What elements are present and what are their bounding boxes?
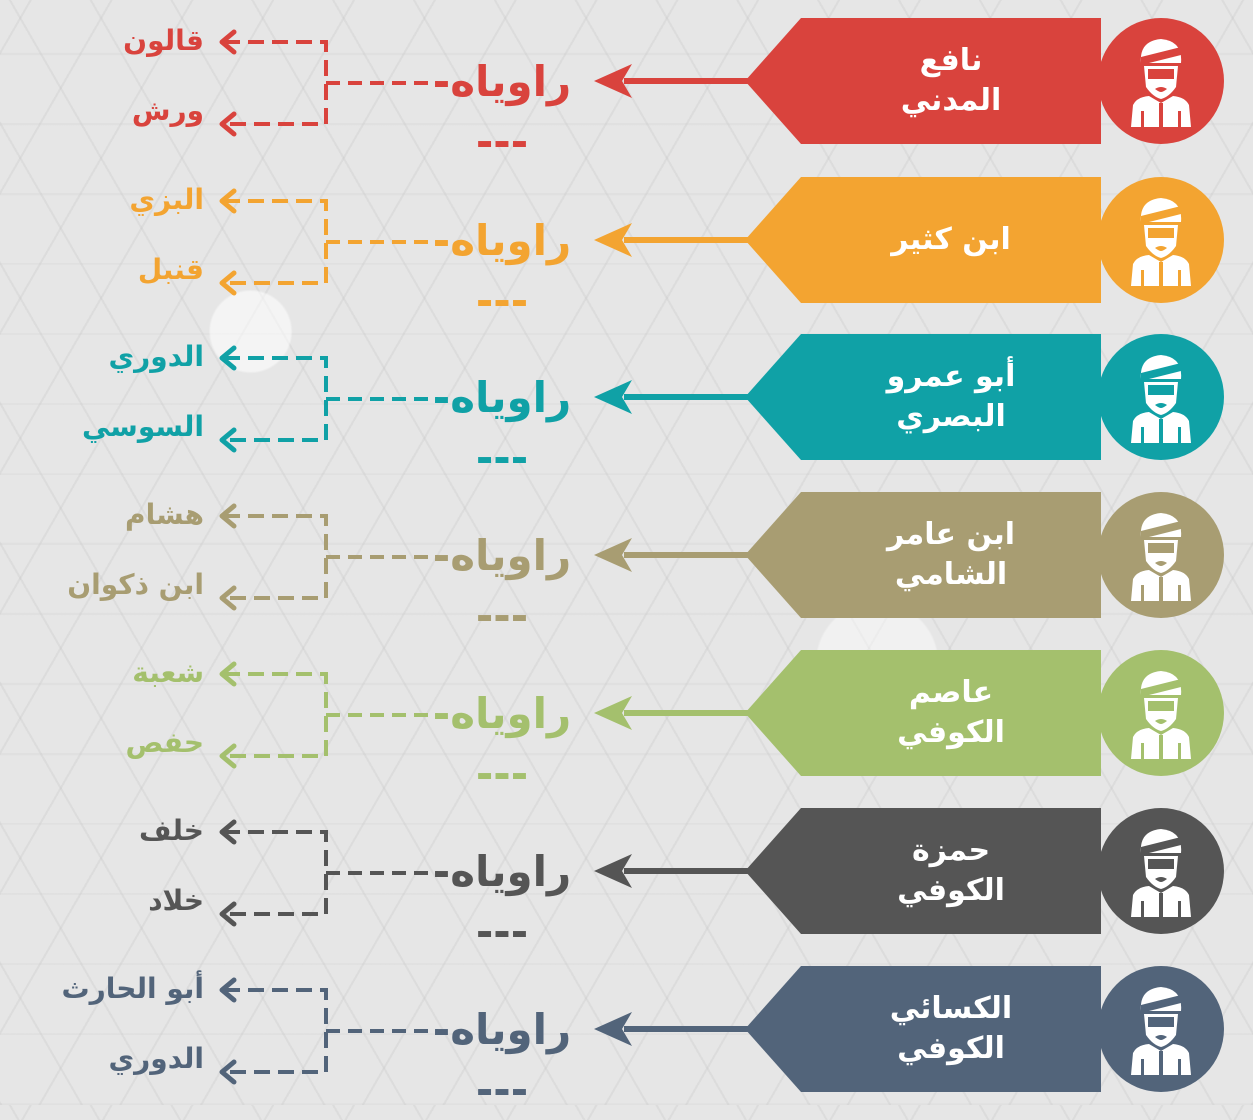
- narrator-name: خلاد: [148, 884, 204, 917]
- avatar: [1098, 18, 1224, 144]
- reciter-name-line: ابن كثير: [891, 222, 1011, 257]
- narrator-name: حفص: [125, 726, 204, 759]
- reciter-name-line: المدني: [900, 83, 1002, 118]
- reciter-name: الكسائي الكوفي: [801, 966, 1101, 1092]
- narrator-name: ابن ذكوان: [67, 568, 204, 601]
- reciter-name-line: حمزة: [911, 833, 991, 868]
- reciter-name: ابن عامر الشامي: [801, 492, 1101, 618]
- arrow-left-icon: [594, 538, 750, 572]
- narrator-name: البزي: [129, 183, 204, 216]
- dashed-bracket-connector: [219, 29, 438, 137]
- reciter-row: نافع المدني راوياه---- قالون ورش: [0, 18, 1253, 166]
- dashed-bracket-connector: [219, 819, 438, 927]
- arrow-left-icon: [594, 64, 750, 98]
- narrator-name: شعبة: [132, 656, 204, 689]
- reciter-name: عاصم الكوفي: [801, 650, 1101, 776]
- rawi-link-label: راوياه----: [432, 373, 572, 482]
- reciter-banner: أبو عمرو البصري: [745, 334, 1101, 460]
- avatar: [1098, 492, 1224, 618]
- turbaned-scholar-icon: [1131, 39, 1191, 127]
- reciter-name-line: البصري: [896, 399, 1006, 434]
- dashed-bracket-connector: [219, 977, 438, 1085]
- reciter-name-line: عاصم: [908, 675, 994, 710]
- reciter-row: عاصم الكوفي راوياه---- شعبة حفص: [0, 650, 1253, 798]
- reciter-name-line: الكوفي: [897, 1031, 1005, 1066]
- reciter-banner: عاصم الكوفي: [745, 650, 1101, 776]
- reciter-banner: الكسائي الكوفي: [745, 966, 1101, 1092]
- reciter-banner: ابن كثير: [745, 177, 1101, 303]
- turbaned-scholar-icon: [1131, 987, 1191, 1075]
- narrator-name: أبو الحارث: [61, 972, 204, 1005]
- reciter-row: الكسائي الكوفي راوياه---- أبو الحارث الدوري: [0, 966, 1253, 1114]
- reciter-name: أبو عمرو البصري: [801, 334, 1101, 460]
- reciter-name-line: الكوفي: [897, 873, 1005, 908]
- reciter-banner: حمزة الكوفي: [745, 808, 1101, 934]
- avatar: [1098, 334, 1224, 460]
- reciter-banner: ابن عامر الشامي: [745, 492, 1101, 618]
- dashed-bracket-connector: [219, 661, 438, 769]
- turbaned-scholar-icon: [1131, 513, 1191, 601]
- narrator-name: الدوري: [108, 1042, 204, 1075]
- arrow-left-icon: [594, 1012, 750, 1046]
- arrow-left-icon: [594, 696, 750, 730]
- rawi-link-label: راوياه----: [432, 847, 572, 956]
- rawi-link-label: راوياه----: [432, 531, 572, 640]
- reciter-name-line: الكسائي: [889, 991, 1013, 1026]
- dashed-bracket-connector: [219, 188, 438, 296]
- reciter-name-line: نافع: [919, 43, 983, 78]
- reciter-name-line: أبو عمرو: [886, 359, 1016, 394]
- avatar: [1098, 808, 1224, 934]
- narrator-name: قالون: [123, 24, 204, 57]
- narrator-name: خلف: [139, 814, 204, 847]
- reciter-row: أبو عمرو البصري راوياه---- الدوري السوسي: [0, 334, 1253, 482]
- turbaned-scholar-icon: [1131, 198, 1191, 286]
- reciter-name-line: ابن عامر: [887, 517, 1015, 552]
- narrator-name: السوسي: [81, 410, 204, 443]
- turbaned-scholar-icon: [1131, 355, 1191, 443]
- turbaned-scholar-icon: [1131, 671, 1191, 759]
- dashed-bracket-connector: [219, 345, 438, 453]
- rawi-link-label: راوياه----: [432, 689, 572, 798]
- reciter-name: حمزة الكوفي: [801, 808, 1101, 934]
- narrator-name: هشام: [125, 498, 204, 531]
- narrator-name: ورش: [131, 94, 204, 127]
- reciter-row: ابن كثير راوياه---- البزي قنبل: [0, 177, 1253, 325]
- reciter-row: ابن عامر الشامي راوياه---- هشام ابن ذكوان: [0, 492, 1253, 640]
- dashed-bracket-connector: [219, 503, 438, 611]
- arrow-left-icon: [594, 223, 750, 257]
- avatar: [1098, 966, 1224, 1092]
- arrow-left-icon: [594, 854, 750, 888]
- rawi-link-label: راوياه----: [432, 57, 572, 166]
- rawi-link-label: راوياه----: [432, 1005, 572, 1114]
- rawi-link-label: راوياه----: [432, 216, 572, 325]
- reciter-row: حمزة الكوفي راوياه---- خلف خلاد: [0, 808, 1253, 956]
- arrow-left-icon: [594, 380, 750, 414]
- reciter-name: نافع المدني: [801, 18, 1101, 144]
- narrator-name: قنبل: [137, 253, 204, 286]
- reciter-name-line: الكوفي: [897, 715, 1005, 750]
- narrator-name: الدوري: [108, 340, 204, 373]
- reciter-name: ابن كثير: [801, 177, 1101, 303]
- turbaned-scholar-icon: [1131, 829, 1191, 917]
- avatar: [1098, 650, 1224, 776]
- reciter-name-line: الشامي: [894, 557, 1008, 592]
- avatar: [1098, 177, 1224, 303]
- reciter-banner: نافع المدني: [745, 18, 1101, 144]
